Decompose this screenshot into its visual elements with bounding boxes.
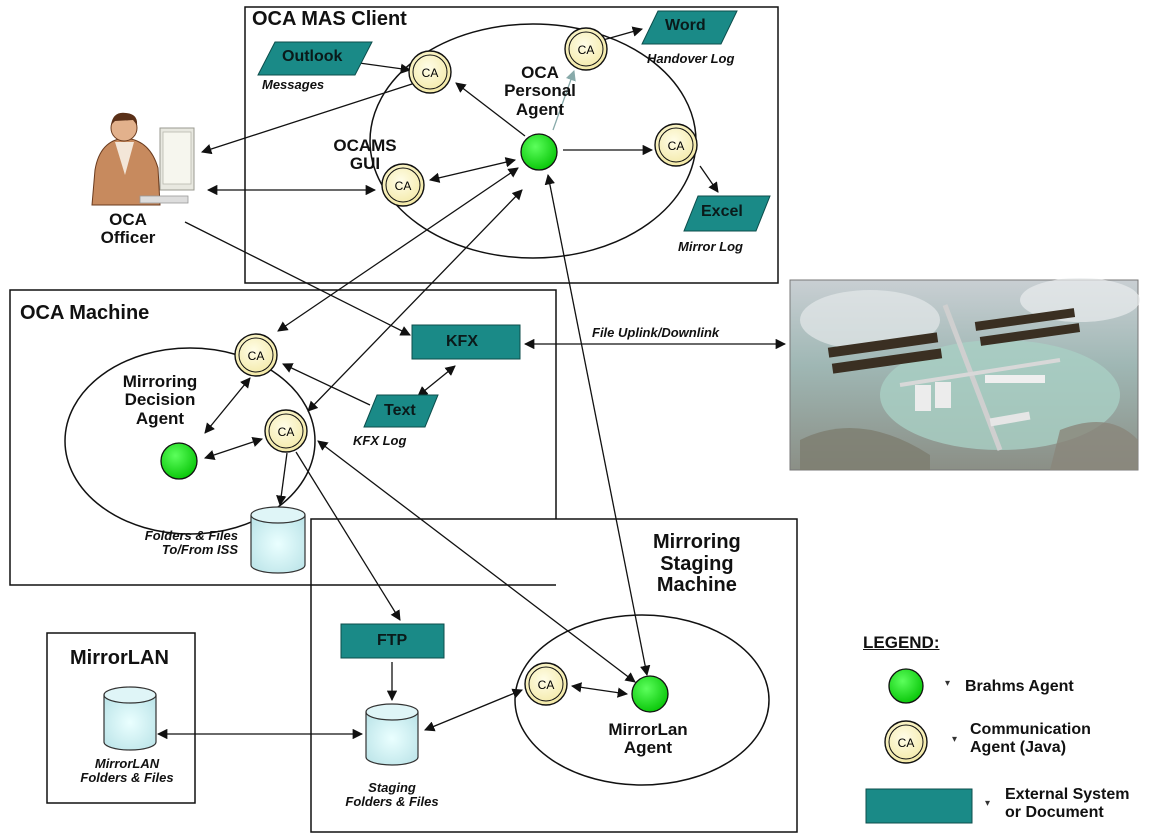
oca-officer-figure bbox=[91, 112, 195, 206]
handover-log-caption: Handover Log bbox=[647, 51, 735, 66]
mirrorlan-title: MirrorLAN bbox=[70, 647, 169, 669]
ca-node-word: CA bbox=[564, 27, 608, 71]
ca-label: CA bbox=[898, 736, 915, 750]
iss-photo bbox=[789, 278, 1140, 471]
mirroring-decision-scope-ellipse bbox=[64, 347, 316, 535]
mirroring-decision-agent-label: Mirroring Decision Agent bbox=[122, 372, 198, 428]
outlook-shape bbox=[257, 41, 373, 76]
svg-text:▾: ▾ bbox=[985, 798, 990, 809]
legend-ca-node: CA bbox=[884, 720, 928, 764]
mirrorlan-agent-node bbox=[631, 675, 669, 713]
legend-external-label: External System or Document bbox=[1005, 786, 1130, 822]
mirror-log-caption: Mirror Log bbox=[678, 239, 743, 254]
kfx-shape bbox=[411, 324, 521, 360]
excel-shape bbox=[683, 195, 771, 232]
ca-label: CA bbox=[668, 139, 685, 153]
messages-caption: Messages bbox=[262, 77, 325, 92]
oca-personal-agent-node bbox=[520, 133, 558, 171]
ca-label: CA bbox=[395, 179, 412, 193]
file-uplink-caption: File Uplink/Downlink bbox=[592, 325, 720, 340]
legend-title: LEGEND: bbox=[863, 633, 940, 652]
oca-officer-label: OCA Officer bbox=[100, 210, 156, 248]
kfx-log-caption: KFX Log bbox=[353, 433, 407, 448]
oca-mas-client-title: OCA MAS Client bbox=[252, 8, 407, 30]
mirroring-decision-agent-node bbox=[160, 442, 198, 480]
svg-text:▾: ▾ bbox=[952, 734, 957, 745]
legend-brahms-node bbox=[888, 668, 924, 704]
word-shape bbox=[641, 10, 738, 45]
ftp-label: FTP bbox=[377, 632, 408, 649]
ocams-gui-label: OCAMS GUI bbox=[333, 136, 397, 174]
oca-personal-agent-label: OCA Personal Agent bbox=[504, 63, 576, 119]
mirroring-staging-title: Mirroring Staging Machine bbox=[653, 531, 741, 597]
word-label: Word bbox=[665, 17, 706, 34]
ca-node-outlook: CA bbox=[408, 50, 452, 94]
ca-label: CA bbox=[578, 43, 595, 57]
iss-folders-cylinder bbox=[250, 506, 306, 574]
ca-label: CA bbox=[422, 66, 439, 80]
connectors bbox=[156, 26, 787, 740]
ca-node-machine-top: CA bbox=[234, 333, 278, 377]
ca-label: CA bbox=[538, 678, 555, 692]
mirrorlan-agent-label: MirrorLan Agent bbox=[608, 720, 688, 758]
legend-external-shape bbox=[865, 788, 973, 824]
excel-label: Excel bbox=[701, 203, 743, 220]
ftp-shape bbox=[340, 623, 445, 659]
ca-node-gui: CA bbox=[381, 163, 425, 207]
outlook-label: Outlook bbox=[282, 48, 343, 65]
staging-folders-caption: Staging Folders & Files bbox=[345, 780, 439, 810]
ca-node-excel: CA bbox=[654, 123, 698, 167]
ca-node-mirrorlan: CA bbox=[524, 662, 568, 706]
ca-label: CA bbox=[278, 425, 295, 439]
oca-machine-title: OCA Machine bbox=[20, 302, 150, 324]
ca-node-machine-lower: CA bbox=[264, 409, 308, 453]
text-shape bbox=[363, 394, 439, 428]
mirrorlan-folders-caption: MirrorLAN Folders & Files bbox=[80, 756, 174, 786]
mirrorlan-cylinder bbox=[103, 686, 157, 751]
ca-label: CA bbox=[248, 349, 265, 363]
kfx-label: KFX bbox=[446, 333, 478, 350]
iss-folders-caption: Folders & Files To/From ISS bbox=[144, 528, 238, 558]
staging-cylinder bbox=[365, 703, 419, 766]
legend-comm-label: Communication Agent (Java) bbox=[970, 721, 1091, 757]
text-label: Text bbox=[384, 402, 416, 419]
svg-text:▾: ▾ bbox=[945, 678, 950, 689]
legend-brahms-label: Brahms Agent bbox=[965, 678, 1074, 695]
